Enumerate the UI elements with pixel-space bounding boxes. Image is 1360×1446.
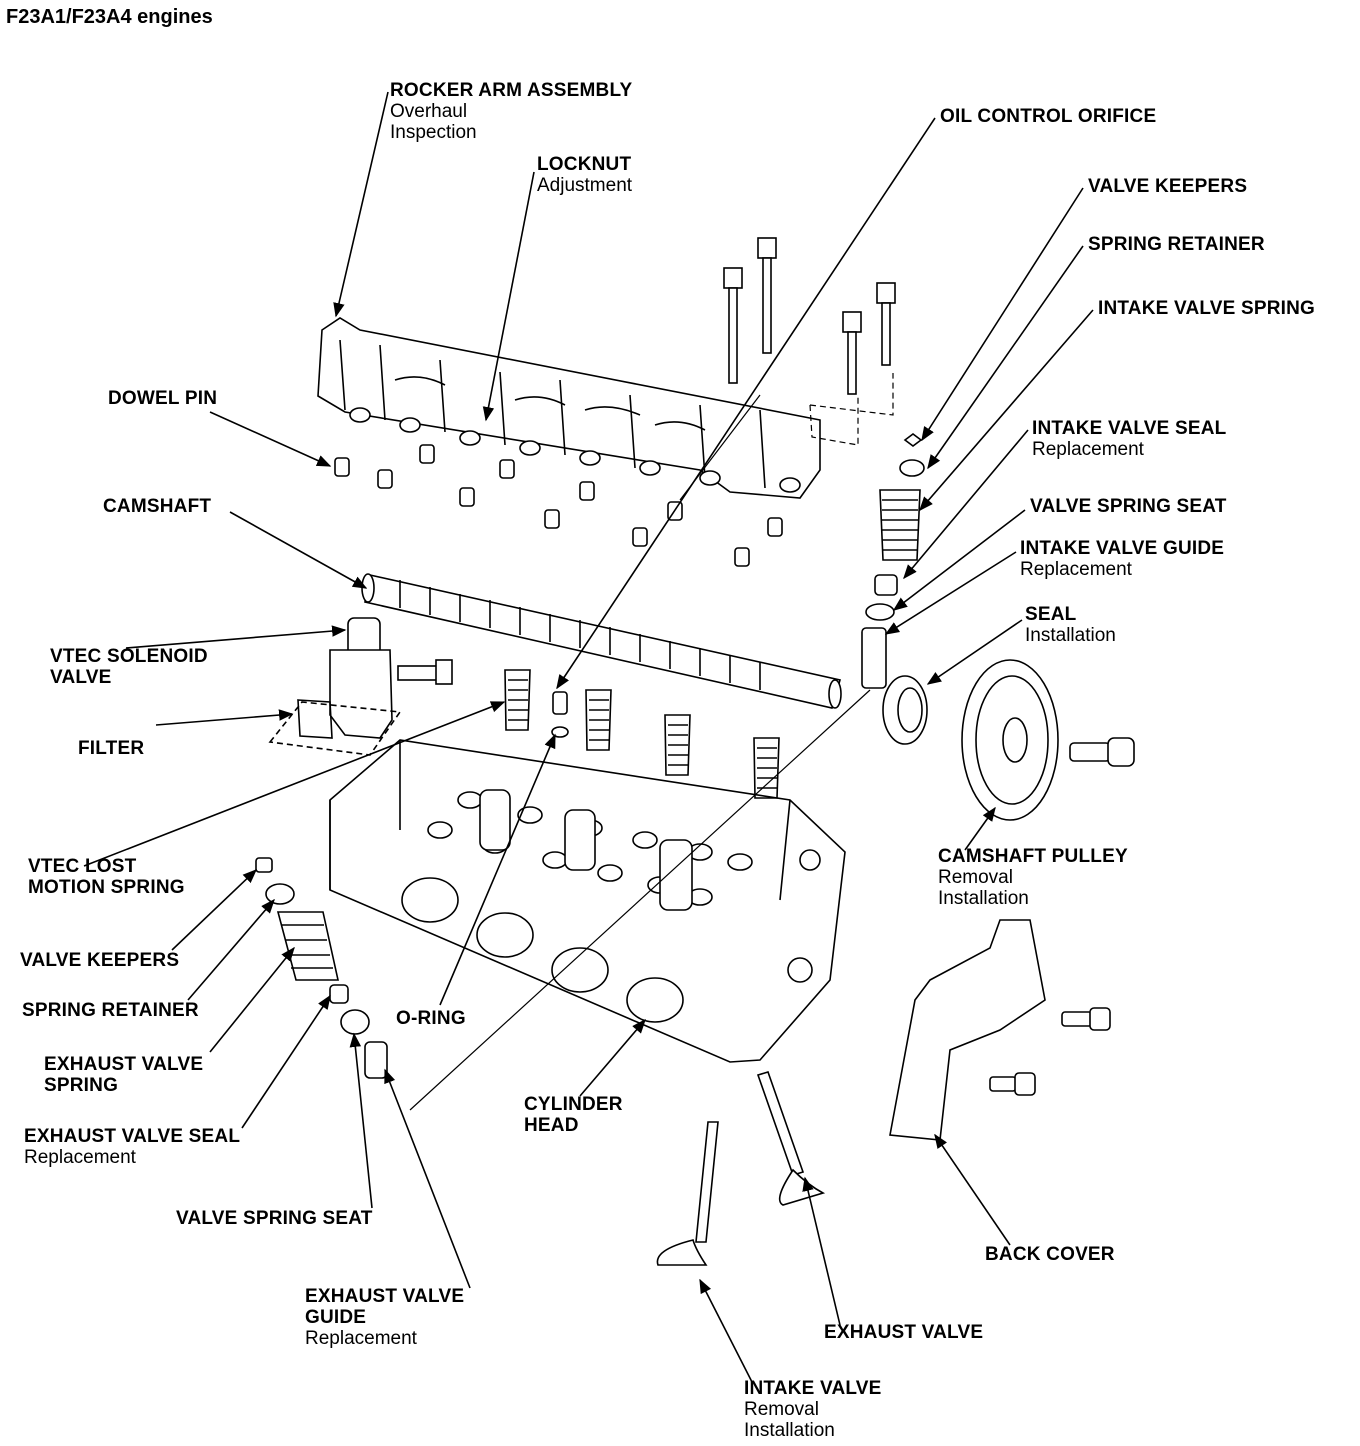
label-oil-control-orifice: OIL CONTROL ORIFICE (940, 106, 1157, 127)
label-cylinder-head: CYLINDER HEAD (524, 1094, 623, 1136)
vtec-springs (504, 669, 780, 799)
cylinder-head-part (329, 739, 846, 1063)
back-cover-part (889, 919, 1111, 1141)
label-filter: FILTER (78, 738, 145, 759)
camshaft-part (361, 573, 842, 709)
intake-valve-stack (861, 433, 925, 689)
label-exhaust-valve-seal: EXHAUST VALVE SEAL Replacement (24, 1126, 241, 1168)
label-exhaust-valve: EXHAUST VALVE (824, 1322, 984, 1343)
dowel-pins (334, 444, 783, 567)
label-intake-valve: INTAKE VALVE Removal Installation (744, 1378, 882, 1441)
rocker-arm-assembly-part (317, 317, 821, 499)
seal-and-pulley (882, 659, 1135, 821)
intake-and-exhaust-valves (656, 1071, 826, 1266)
label-seal: SEAL Installation (1025, 604, 1116, 646)
label-exhaust-valve-spring: EXHAUST VALVE SPRING (44, 1054, 204, 1096)
label-camshaft-pulley: CAMSHAFT PULLEY Removal Installation (938, 846, 1128, 909)
label-valve-spring-seat-intake: VALVE SPRING SEAT (1030, 496, 1227, 517)
label-exhaust-valve-guide: EXHAUST VALVE GUIDE Replacement (305, 1286, 465, 1349)
vtec-solenoid-part (268, 617, 453, 756)
label-vtec-lost-motion-spring: VTEC LOST MOTION SPRING (28, 856, 185, 898)
label-o-ring: O-RING (396, 1008, 466, 1029)
label-valve-keepers-exhaust: VALVE KEEPERS (20, 950, 180, 971)
label-spring-retainer-intake: SPRING RETAINER (1088, 234, 1265, 255)
label-intake-valve-seal: INTAKE VALVE SEAL Replacement (1032, 418, 1227, 460)
label-intake-valve-guide: INTAKE VALVE GUIDE Replacement (1020, 538, 1225, 580)
label-dowel-pin: DOWEL PIN (108, 388, 218, 409)
label-locknut: LOCKNUT Adjustment (537, 154, 633, 196)
label-valve-keepers-intake: VALVE KEEPERS (1088, 176, 1248, 197)
label-intake-valve-spring: INTAKE VALVE SPRING (1098, 298, 1316, 319)
rocker-bolts (723, 237, 896, 395)
label-vtec-solenoid-valve: VTEC SOLENOID VALVE (50, 646, 208, 688)
label-valve-spring-seat-exhaust: VALVE SPRING SEAT (176, 1208, 373, 1229)
label-spring-retainer-exhaust: SPRING RETAINER (22, 1000, 199, 1021)
page-title: F23A1/F23A4 engines (6, 6, 213, 28)
label-back-cover: BACK COVER (985, 1244, 1115, 1265)
label-rocker-arm-assembly: ROCKER ARM ASSEMBLY Overhaul Inspection (390, 80, 633, 143)
label-camshaft: CAMSHAFT (103, 496, 212, 517)
